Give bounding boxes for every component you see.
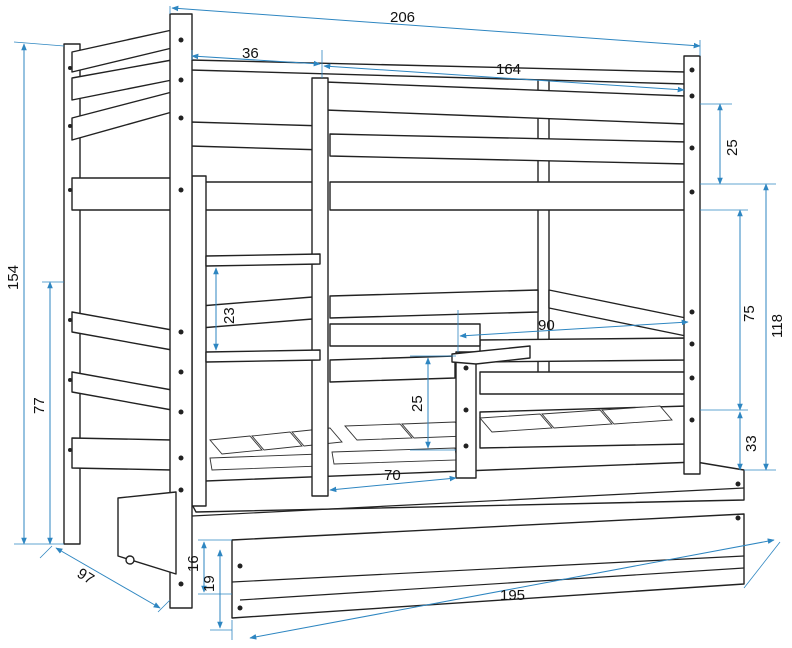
dim-label-lower-height: 118 [769, 314, 786, 338]
dim-label-ladder-step: 23 [221, 307, 238, 324]
upper-back-rail-mid [324, 81, 687, 125]
dim-label-lower-clearance: 75 [741, 305, 758, 322]
back-left-post [63, 43, 81, 545]
upper-back-rail-top [189, 59, 687, 85]
drawer-top-line [191, 487, 745, 517]
dim-label-lower-guard-height: 25 [409, 395, 426, 412]
screw-heads [68, 37, 741, 611]
dim-label-total-height: 154 [5, 265, 22, 290]
ladder-step-2 [205, 349, 321, 363]
upper-left-rail [189, 121, 326, 151]
lower-head-rail-1 [71, 311, 173, 351]
dim-label-drawer-length: 195 [500, 587, 525, 604]
lower-slats [209, 405, 673, 471]
dim-label-drawer-height: 19 [201, 575, 218, 592]
dim-label-lower-bed-height: 77 [31, 397, 48, 414]
upper-front-rail-2 [329, 181, 689, 211]
ladder-left-post [191, 175, 207, 507]
dim-label-mattress-base-height: 33 [743, 435, 760, 452]
lower-left-rail [199, 295, 326, 329]
dim-label-lower-rail-length: 90 [538, 317, 555, 334]
lower-mid-rail-1 [329, 323, 481, 347]
lower-mid-rail-2 [329, 355, 456, 383]
dim-label-total-length: 206 [390, 9, 415, 26]
lower-front-rail-2 [479, 371, 689, 395]
ladder-right-post [311, 77, 329, 497]
upper-head-rail-2 [71, 91, 173, 141]
dim-label-upper-guard-height: 25 [724, 139, 741, 156]
upper-left-rail-low [199, 181, 326, 211]
dim-label-depth: 97 [74, 565, 97, 588]
drawer-wheel [125, 555, 135, 565]
dim-label-ladder-width: 36 [242, 45, 259, 62]
dim-label-drawer-front-height: 16 [185, 555, 202, 572]
lower-head-rail-3 [71, 437, 173, 471]
drawer-front [231, 513, 745, 619]
lower-back-rail-top [329, 289, 539, 319]
lower-guard-top [451, 345, 531, 365]
ladder-step-1 [205, 253, 321, 267]
lower-head-rail-2 [71, 371, 173, 411]
bed-structure [63, 13, 745, 619]
dim-label-ladder-gap: 70 [384, 467, 401, 484]
upper-head-rail-3 [71, 177, 173, 211]
dim-label-upper-rail-length: 164 [496, 61, 521, 78]
dimension-labels: 206 36 164 25 154 118 77 75 23 90 25 70 … [5, 9, 786, 604]
lower-guard-post [455, 351, 477, 479]
front-right-post [683, 55, 701, 475]
lower-side-rail [179, 461, 745, 513]
upper-front-rail-1 [329, 133, 689, 165]
dimension-lines [13, 5, 781, 640]
